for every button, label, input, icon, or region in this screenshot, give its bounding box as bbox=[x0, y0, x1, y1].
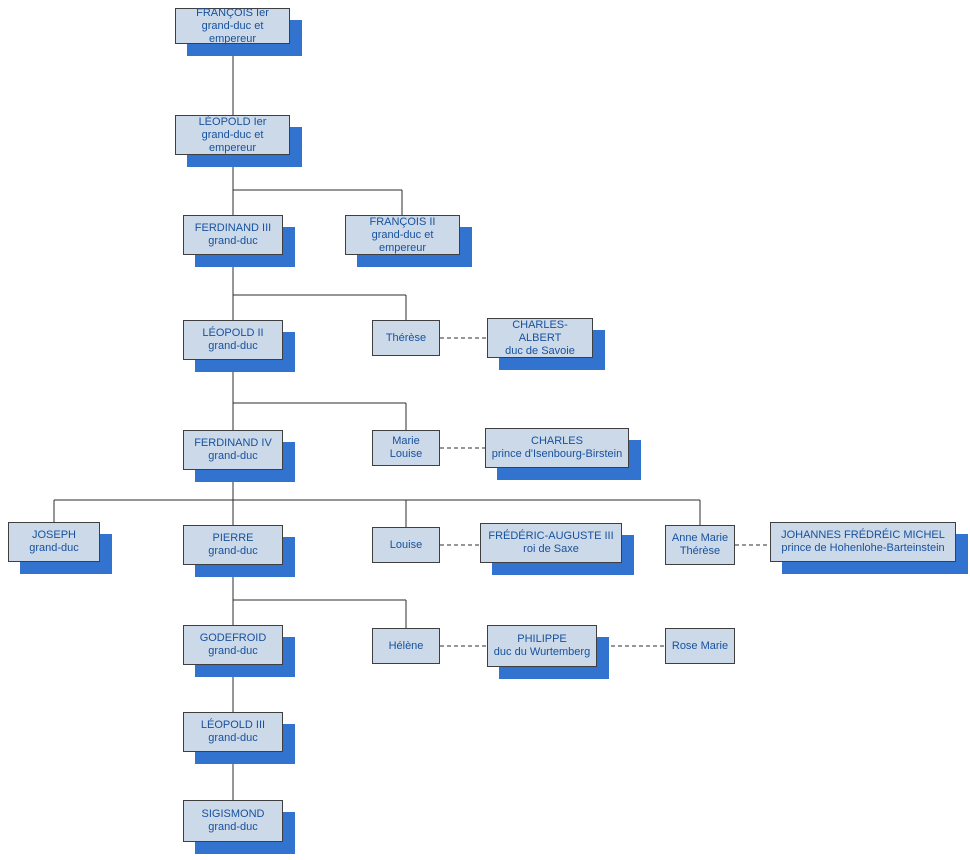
person-title: duc de Savoie bbox=[505, 344, 575, 357]
node-godefroid: GODEFROID grand-duc bbox=[183, 625, 283, 665]
person-title: grand-duc bbox=[208, 340, 258, 352]
person-title: duc du Wurtemberg bbox=[493, 646, 591, 658]
person-title: grand-duc bbox=[29, 542, 79, 554]
node-pierre: PIERRE grand-duc bbox=[183, 525, 283, 565]
person-title: grand-duc et empereur bbox=[371, 228, 434, 254]
person-name: FERDINAND III bbox=[194, 222, 272, 234]
node-charles-albert: CHARLES-ALBERT duc de Savoie bbox=[487, 318, 593, 358]
person-name: LÉOPOLD II bbox=[202, 327, 264, 339]
person-title: roi de Saxe bbox=[523, 543, 579, 555]
person-title: grand-duc bbox=[208, 235, 258, 247]
person-title: grand-duc bbox=[208, 732, 258, 744]
person-title: grand-duc bbox=[208, 450, 258, 462]
node-leopold-iii: LÉOPOLD III grand-duc bbox=[183, 712, 283, 752]
person-name: JOSEPH bbox=[31, 529, 76, 541]
node-helene: Hélène bbox=[372, 628, 440, 664]
node-charles: CHARLES prince d'Isenbourg-Birstein bbox=[485, 428, 629, 468]
node-ferdinand-iv: FERDINAND IV grand-duc bbox=[183, 430, 283, 470]
person-name: LÉOPOLD III bbox=[200, 719, 266, 731]
node-joseph: JOSEPH grand-duc bbox=[8, 522, 100, 562]
person-name: PHILIPPE bbox=[517, 633, 567, 645]
node-johannes-fredreic-michel: JOHANNES FRÉDRÉIC MICHEL prince de Hohen… bbox=[770, 522, 956, 562]
person-title: prince de Hohenlohe-Barteinstein bbox=[781, 542, 945, 554]
node-leopold-ier: LÉOPOLD Ier grand-duc et empereur bbox=[175, 115, 290, 155]
node-sigismond: SIGISMOND grand-duc bbox=[183, 800, 283, 842]
node-philippe: PHILIPPE duc du Wurtemberg bbox=[487, 625, 597, 667]
person-name-line2: Thérèse bbox=[679, 545, 721, 557]
person-name: Louise bbox=[389, 538, 423, 551]
node-leopold-ii: LÉOPOLD II grand-duc bbox=[183, 320, 283, 360]
person-name: SIGISMOND bbox=[201, 808, 265, 820]
node-ferdinand-iii: FERDINAND III grand-duc bbox=[183, 215, 283, 255]
node-francois-ii: FRANÇOIS II grand-duc et empereur bbox=[345, 215, 460, 255]
person-name: CHARLES-ALBERT bbox=[512, 318, 568, 344]
person-name: PIERRE bbox=[212, 532, 254, 544]
person-name: Rose Marie bbox=[671, 639, 729, 652]
person-title: grand-duc bbox=[208, 545, 258, 557]
person-name: FRANÇOIS II bbox=[369, 215, 436, 228]
node-frederic-auguste-iii: FRÉDÉRIC-AUGUSTE III roi de Saxe bbox=[480, 523, 622, 563]
person-title: grand-duc et empereur bbox=[201, 19, 264, 45]
node-rose-marie: Rose Marie bbox=[665, 628, 735, 664]
node-therese: Thérèse bbox=[372, 320, 440, 356]
person-title: grand-duc et empereur bbox=[201, 128, 264, 154]
person-name: FRÉDÉRIC-AUGUSTE III bbox=[488, 530, 614, 542]
person-name: JOHANNES FRÉDRÉIC MICHEL bbox=[781, 529, 945, 541]
person-name: Hélène bbox=[388, 639, 424, 652]
person-title: prince d'Isenbourg-Birstein bbox=[491, 448, 623, 460]
person-name: CHARLES bbox=[531, 435, 583, 447]
person-name: FERDINAND IV bbox=[194, 437, 272, 449]
person-title: grand-duc bbox=[208, 645, 258, 657]
node-marie-louise: Marie Louise bbox=[372, 430, 440, 466]
person-name: Thérèse bbox=[385, 331, 427, 344]
person-name: Marie Louise bbox=[389, 435, 423, 460]
node-louise: Louise bbox=[372, 527, 440, 563]
person-name: Anne Marie bbox=[671, 532, 729, 544]
person-name: LÉOPOLD Ier bbox=[198, 115, 267, 128]
person-title: grand-duc bbox=[208, 821, 258, 833]
node-anne-marie-therese: Anne Marie Thérèse bbox=[665, 525, 735, 565]
person-name: GODEFROID bbox=[199, 632, 267, 644]
person-name: FRANÇOIS Ier bbox=[196, 6, 269, 19]
node-francois-ier: FRANÇOIS Ier grand-duc et empereur bbox=[175, 6, 290, 45]
